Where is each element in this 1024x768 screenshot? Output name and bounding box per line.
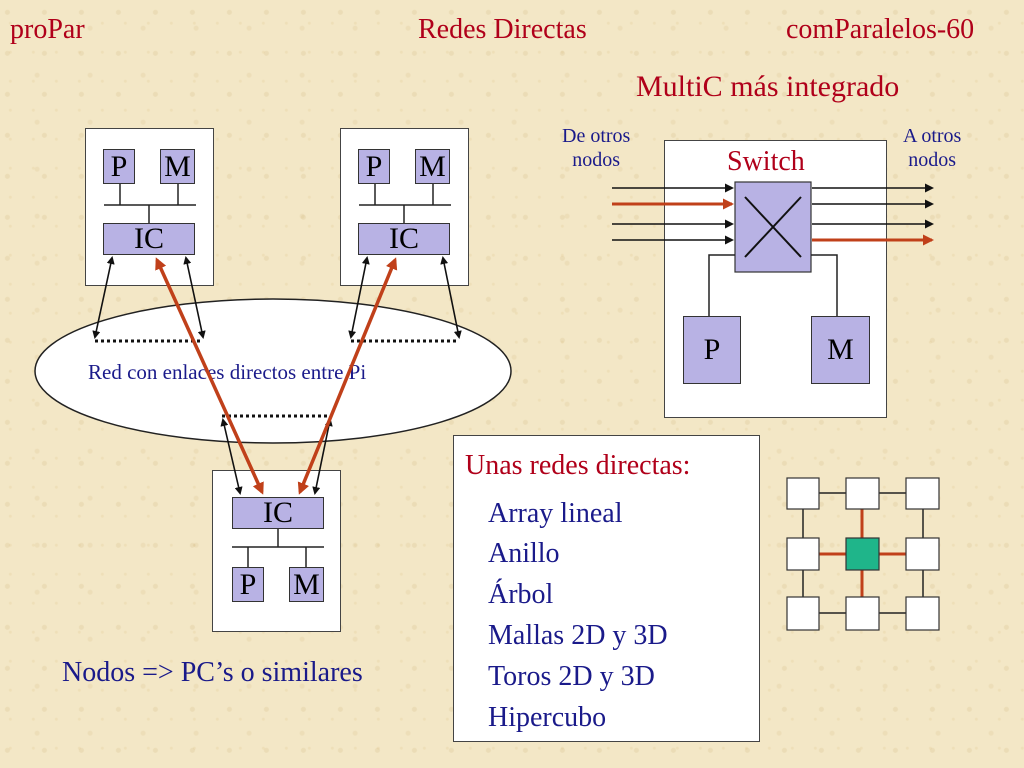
incoming-label: De otros nodos: [562, 125, 631, 171]
switch-label: Switch: [727, 146, 805, 177]
node2-processor: P: [358, 149, 390, 184]
node1-memory: M: [160, 149, 195, 184]
node2-ic: IC: [358, 222, 450, 255]
node1-processor: P: [103, 149, 135, 184]
switch-processor: P: [683, 316, 741, 384]
node3-ic: IC: [232, 496, 324, 529]
list-item: Árbol: [488, 579, 554, 610]
networks-list-panel: Unas redes directas: Array lineal Anillo…: [453, 435, 760, 742]
list-item: Hipercubo: [488, 702, 607, 733]
subtitle: MultiC más integrado: [636, 70, 900, 103]
list-item: Anillo: [488, 538, 560, 569]
footer-note: Nodos => PC’s o similares: [62, 657, 363, 688]
list-item: Mallas 2D y 3D: [488, 620, 668, 651]
header-left: proPar: [10, 14, 85, 45]
node3-memory: M: [289, 567, 324, 602]
list-heading: Unas redes directas:: [465, 450, 691, 481]
list-item: Toros 2D y 3D: [488, 661, 655, 692]
node1-ic: IC: [103, 222, 195, 255]
outgoing-label: A otros nodos: [903, 125, 962, 171]
node2-memory: M: [415, 149, 450, 184]
header-right: comParalelos-60: [786, 14, 975, 45]
slide-title: Redes Directas: [418, 14, 587, 45]
list-item: Array lineal: [488, 498, 623, 529]
node3-processor: P: [232, 567, 264, 602]
switch-memory: M: [811, 316, 870, 384]
